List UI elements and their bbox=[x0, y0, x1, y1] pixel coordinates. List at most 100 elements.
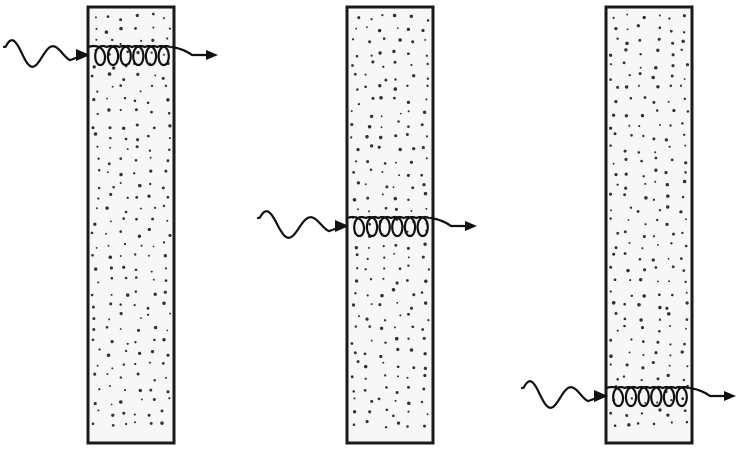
stipple-dot bbox=[393, 196, 398, 201]
stipple-dot bbox=[685, 291, 688, 294]
stipple-dot bbox=[168, 27, 172, 30]
stipple-dot bbox=[679, 84, 683, 87]
stipple-dot bbox=[406, 279, 409, 282]
stipple-dot bbox=[424, 38, 427, 41]
stipple-dot bbox=[611, 113, 616, 117]
stipple-dot bbox=[150, 349, 155, 354]
stipple-dot bbox=[354, 292, 357, 295]
stipple-dot bbox=[426, 77, 430, 80]
stipple-dot bbox=[352, 170, 356, 174]
stipple-dot bbox=[671, 64, 675, 68]
stipple-dot bbox=[369, 168, 373, 171]
stipple-dot bbox=[643, 268, 647, 272]
stipple-dot bbox=[641, 366, 645, 370]
stipple-dot bbox=[371, 60, 375, 64]
stipple-dot bbox=[398, 267, 402, 271]
stipple-dot bbox=[90, 74, 94, 78]
stipple-dot bbox=[664, 171, 668, 175]
stipple-dot bbox=[356, 181, 361, 185]
stipple-dot bbox=[149, 169, 153, 173]
stipple-dot bbox=[613, 132, 617, 136]
stipple-dot bbox=[371, 96, 375, 100]
stipple-dot bbox=[162, 204, 166, 208]
stipple-dot bbox=[638, 125, 641, 128]
stipple-dot bbox=[396, 421, 401, 425]
stipple-dot bbox=[640, 159, 643, 163]
stipple-dot bbox=[161, 186, 165, 190]
stipple-dot bbox=[92, 317, 96, 321]
stipple-dot bbox=[658, 26, 662, 30]
stipple-dot bbox=[363, 364, 368, 369]
panel-middle bbox=[256, 5, 477, 445]
stipple-dot bbox=[95, 246, 98, 249]
stipple-dot bbox=[166, 329, 169, 332]
stipple-dot bbox=[94, 267, 98, 271]
stipple-dot bbox=[381, 13, 384, 17]
stipple-dot bbox=[423, 352, 427, 356]
stipple-dot bbox=[168, 137, 171, 140]
stipple-dot bbox=[106, 171, 109, 174]
stipple-dot bbox=[107, 244, 110, 247]
stipple-dot bbox=[355, 54, 359, 58]
panel-left bbox=[2, 5, 218, 445]
stipple-dot bbox=[377, 145, 381, 149]
stipple-dot bbox=[426, 19, 430, 22]
stipple-dot bbox=[623, 317, 627, 321]
stipple-dot bbox=[422, 387, 426, 391]
outgoing-arrowhead bbox=[465, 221, 477, 231]
stipple-dot bbox=[667, 312, 671, 316]
stipple-dot bbox=[154, 74, 157, 77]
stipple-dot bbox=[384, 341, 387, 344]
stippled-bar bbox=[604, 5, 694, 445]
stipple-dot bbox=[669, 354, 672, 357]
stipple-dot bbox=[427, 318, 430, 322]
stipple-dot bbox=[166, 37, 169, 40]
stipple-dot bbox=[152, 398, 156, 401]
stipple-dot bbox=[672, 108, 676, 113]
stipple-dot bbox=[352, 198, 357, 202]
stipple-dot bbox=[357, 102, 361, 106]
stipple-dot bbox=[111, 367, 114, 370]
stipple-dot bbox=[135, 217, 138, 221]
stipple-dot bbox=[392, 49, 396, 54]
stipple-dot bbox=[97, 157, 100, 160]
stipple-dot bbox=[614, 100, 618, 104]
stipple-dot bbox=[383, 267, 386, 270]
stipple-dot bbox=[658, 124, 661, 126]
stipple-dot bbox=[627, 423, 631, 427]
stipple-dot bbox=[109, 146, 112, 149]
stipple-dot bbox=[643, 96, 647, 99]
stipple-dot bbox=[350, 110, 353, 113]
stipple-dot bbox=[126, 196, 129, 199]
stipple-dot bbox=[370, 303, 373, 306]
stipple-dot bbox=[425, 157, 428, 160]
stipple-dot bbox=[614, 26, 618, 31]
stipple-dot bbox=[112, 185, 115, 189]
stipple-dot bbox=[637, 151, 641, 154]
stipple-dot bbox=[412, 147, 416, 151]
stipple-dot bbox=[380, 115, 383, 118]
outgoing-line bbox=[688, 386, 728, 398]
stipple-dot bbox=[396, 375, 400, 378]
stipple-dot bbox=[397, 120, 400, 123]
stipple-dot bbox=[422, 110, 427, 115]
stipple-dot bbox=[135, 195, 139, 199]
stipple-dot bbox=[93, 222, 97, 226]
stipple-dot bbox=[682, 179, 687, 184]
stipple-dot bbox=[665, 306, 669, 310]
stipple-dot bbox=[622, 375, 626, 378]
stipple-dot bbox=[614, 246, 618, 250]
stipple-dot bbox=[394, 161, 397, 164]
stipple-dot bbox=[680, 350, 684, 354]
stipple-dot bbox=[652, 235, 656, 238]
stipple-dot bbox=[356, 147, 360, 152]
stipple-dot bbox=[133, 172, 136, 175]
stipple-dot bbox=[681, 231, 684, 235]
stipple-dot bbox=[364, 85, 367, 89]
stipple-dot bbox=[399, 112, 402, 115]
stipple-dot bbox=[152, 245, 155, 248]
stipple-dot bbox=[135, 13, 139, 18]
stipple-dot bbox=[378, 303, 382, 307]
stipple-dot bbox=[630, 133, 633, 137]
stipple-dot bbox=[119, 18, 123, 22]
